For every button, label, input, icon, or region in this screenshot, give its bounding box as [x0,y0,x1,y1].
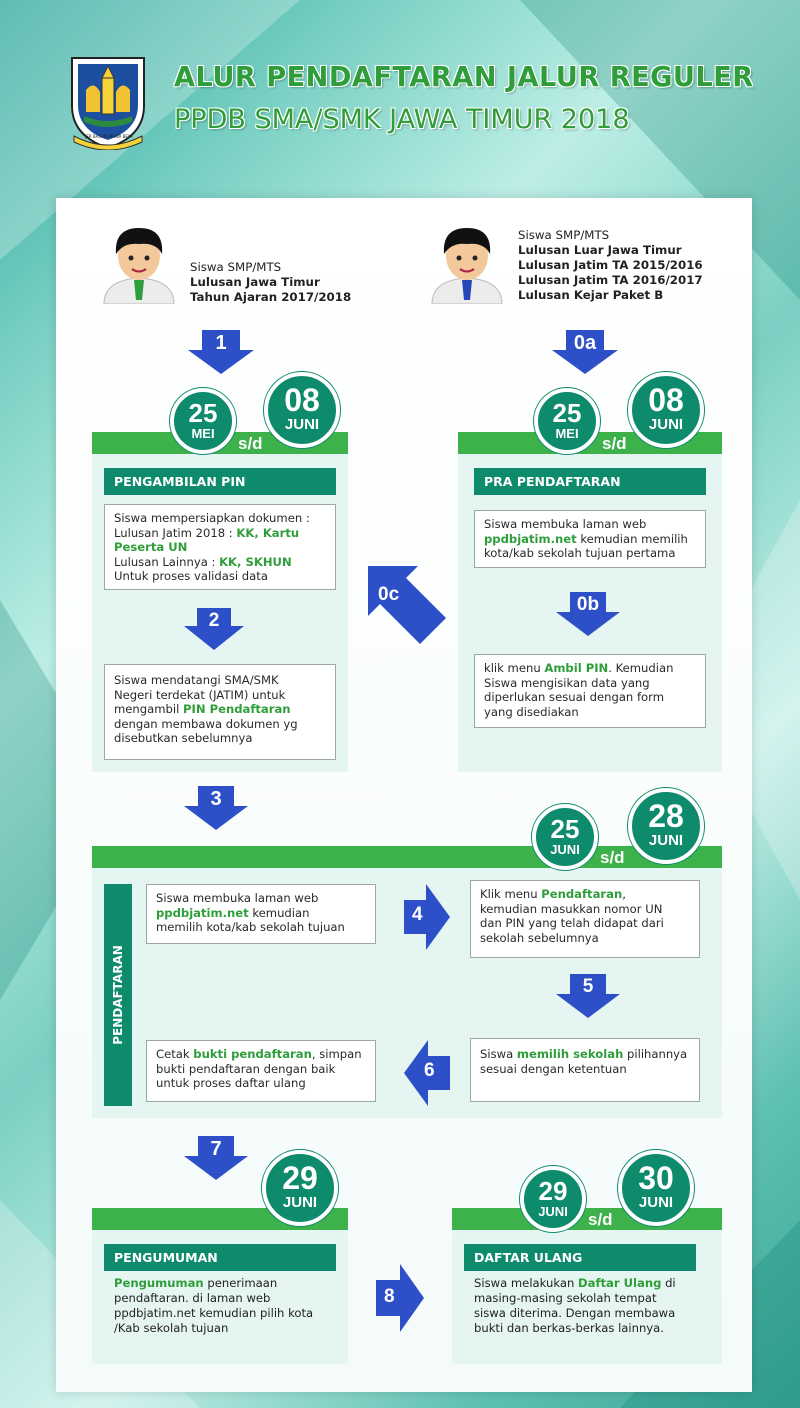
student-icon [428,220,506,308]
section-daftar-ulang [452,1208,722,1364]
arrow-down-icon: 3 [184,786,248,830]
arrow-down-icon: 1 [188,330,254,374]
arrow-right-icon: 8 [376,1264,424,1332]
section-title-pengumuman: PENGUMUMAN [104,1244,336,1271]
student-right-text: Siswa SMP/MTS Lulusan Luar Jawa Timur Lu… [518,228,703,302]
arrow-down-icon: 5 [556,974,620,1018]
section-pengumuman [92,1208,348,1364]
date-separator: s/d [602,434,627,453]
arrow-down-icon: 7 [184,1136,248,1180]
section-title-daftar-ulang: DAFTAR ULANG [464,1244,696,1271]
step-3-label: 3 [210,788,222,810]
arrow-down-icon: 2 [184,608,244,650]
pin-box-1: Siswa mempersiapkan dokumen : Lulusan Ja… [104,504,336,590]
daftar-box-2: Klik menu Pendaftaran, kemudian masukkan… [470,880,700,958]
arrow-right-icon: 4 [404,884,450,950]
page-subtitle: PPDB SMA/SMK JAWA TIMUR 2018 [174,104,630,135]
date-circle-end: 30 JUNI [618,1150,694,1226]
step-0c-label: 0c [378,584,400,605]
daftar-box-1: Siswa membuka laman web ppdbjatim.net ke… [146,884,376,944]
section-title-pra: PRA PENDAFTARAN [474,468,706,495]
student-left-text: Siswa SMP/MTS Lulusan Jawa Timur Tahun A… [190,260,352,304]
step-2-label: 2 [208,610,220,631]
date-circle: 29 JUNI [262,1150,338,1226]
date-circle-end: 28 JUNI [628,788,704,864]
date-circle-end: 08 JUNI [628,372,704,448]
daftar-box-4: Cetak bukti pendaftaran, simpan bukti pe… [146,1040,376,1102]
step-1-label: 1 [215,332,227,354]
date-circle-end: 08 JUNI [264,372,340,448]
section-title-pin: PENGAMBILAN PIN [104,468,336,495]
pra-box-2: klik menu Ambil PIN. Kemudian Siswa meng… [474,654,706,728]
step-8-label: 8 [384,1286,395,1307]
date-bar [92,846,722,868]
date-separator: s/d [238,434,263,453]
date-circle-start: 25 MEI [170,388,236,454]
logo-motto: JER BASUKI MAWA BEYA [85,134,133,139]
arrow-down-icon: 0b [556,592,620,636]
step-4-label: 4 [412,904,423,925]
date-circle-start: 29 JUNI [520,1166,586,1232]
pin-box-2: Siswa mendatangi SMA/SMK Negeri terdekat… [104,664,336,760]
arrow-down-icon: 0a [552,330,618,374]
pra-box-1: Siswa membuka laman web ppdbjatim.net ke… [474,510,706,568]
side-label-bar: PENDAFTARAN [104,884,132,1106]
student-icon [100,220,178,308]
arrow-left-icon: 6 [404,1040,450,1106]
step-0b-label: 0b [576,594,600,615]
pengumuman-text: Pengumuman penerimaan pendaftaran. di la… [114,1276,314,1335]
page-title: ALUR PENDAFTARAN JALUR REGULER [174,60,754,93]
date-separator: s/d [588,1210,613,1229]
date-circle-start: 25 MEI [534,388,600,454]
east-java-logo: JER BASUKI MAWA BEYA [64,50,152,151]
daftar-ulang-text: Siswa melakukan Daftar Ulang di masing-m… [474,1276,676,1335]
date-separator: s/d [600,848,625,867]
side-label-text: PENDAFTARAN [111,945,125,1045]
step-6-label: 6 [424,1060,435,1081]
date-circle-start: 25 JUNI [532,804,598,870]
arrow-upleft-icon: 0c [368,566,446,644]
step-0a-label: 0a [573,332,597,354]
step-7-label: 7 [210,1138,222,1160]
step-5-label: 5 [582,976,594,997]
daftar-box-3: Siswa memilih sekolah pilihannya sesuai … [470,1038,700,1102]
